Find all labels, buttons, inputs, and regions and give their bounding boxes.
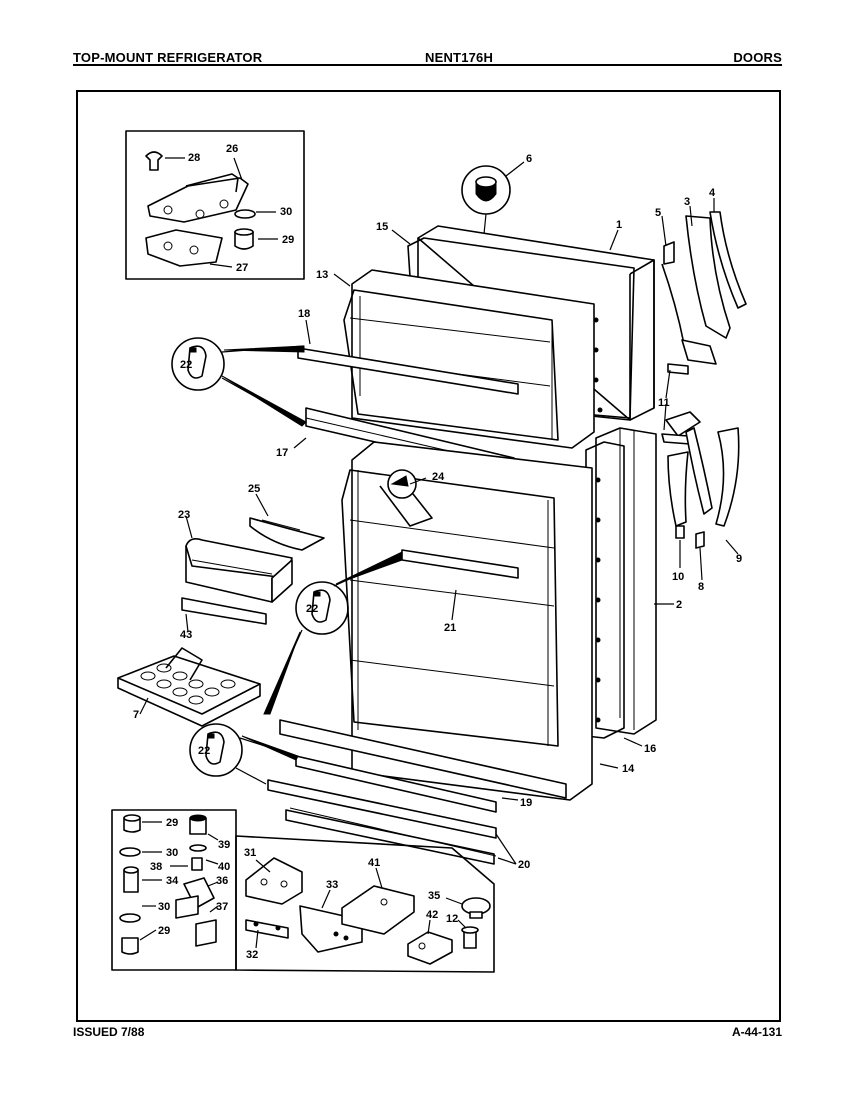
callout-labels: 1 2 3 4 5 6 7 8 9 10 11 12 13 14 15 16 1… xyxy=(133,143,742,961)
callout-19: 19 xyxy=(520,797,532,809)
callout-8: 8 xyxy=(698,581,704,593)
callout-9: 9 xyxy=(736,553,742,565)
callout-26: 26 xyxy=(226,143,238,155)
callout-14: 14 xyxy=(622,763,635,775)
callout-22-lower: 22 xyxy=(198,745,210,757)
callout-34: 34 xyxy=(166,875,179,887)
footer-diagram-id: A-44-131 xyxy=(731,1025,782,1039)
door-handles xyxy=(661,211,747,549)
callout-22-middle: 22 xyxy=(306,603,318,615)
callout-43: 43 xyxy=(180,629,192,641)
header-rule xyxy=(73,64,782,66)
inset-bottom-hinges xyxy=(235,835,495,973)
callout-21: 21 xyxy=(444,622,456,634)
callout-11: 11 xyxy=(658,397,670,409)
callout-29-top: 29 xyxy=(282,234,294,246)
knob-part xyxy=(461,161,525,235)
callout-5: 5 xyxy=(655,207,661,219)
callout-30-top: 30 xyxy=(280,206,292,218)
freezer-door-assembly xyxy=(297,225,655,475)
callout-7: 7 xyxy=(133,709,139,721)
callout-20: 20 xyxy=(518,859,530,871)
callout-28: 28 xyxy=(188,152,200,164)
callout-37: 37 xyxy=(216,901,228,913)
callout-30-b: 30 xyxy=(158,901,170,913)
callout-24: 24 xyxy=(432,471,445,483)
callout-23: 23 xyxy=(178,509,190,521)
callout-4: 4 xyxy=(709,187,716,199)
callout-3: 3 xyxy=(684,196,690,208)
callout-10: 10 xyxy=(672,571,684,583)
header-product-type: TOP-MOUNT REFRIGERATOR xyxy=(73,50,263,65)
callout-22-upper: 22 xyxy=(180,359,192,371)
diagram-frame xyxy=(76,90,781,1022)
inset-bottom-hinge-pins xyxy=(111,809,237,971)
callout-30-a: 30 xyxy=(166,847,178,859)
callout-33: 33 xyxy=(326,879,338,891)
callout-40: 40 xyxy=(218,861,230,873)
callout-42: 42 xyxy=(426,909,438,921)
callout-1: 1 xyxy=(616,219,622,231)
callout-6: 6 xyxy=(526,153,532,165)
fresh-food-door-assembly xyxy=(267,427,657,865)
inset-top-hinge xyxy=(125,130,305,280)
callout-13: 13 xyxy=(316,269,328,281)
callout-18: 18 xyxy=(298,308,310,320)
header-section: DOORS xyxy=(733,50,782,65)
callout-25: 25 xyxy=(248,483,260,495)
callout-27: 27 xyxy=(236,262,248,274)
callout-29-b: 29 xyxy=(158,925,170,937)
callout-17: 17 xyxy=(276,447,288,459)
callout-41: 41 xyxy=(368,857,380,869)
callout-16: 16 xyxy=(644,743,656,755)
leader-lines xyxy=(139,198,739,865)
callout-35: 35 xyxy=(428,890,440,902)
callout-12: 12 xyxy=(446,913,458,925)
callout-39: 39 xyxy=(218,839,230,851)
callout-31: 31 xyxy=(244,847,256,859)
door-bins-and-trays xyxy=(117,517,325,727)
shelf-end-cap-circle-upper xyxy=(171,337,307,427)
callout-15: 15 xyxy=(376,221,388,233)
callout-38: 38 xyxy=(150,861,162,873)
callout-29-a: 29 xyxy=(166,817,178,829)
callout-32: 32 xyxy=(246,949,258,961)
shelf-end-cap-circle-lower xyxy=(189,723,299,785)
callout-2: 2 xyxy=(676,599,682,611)
header-model-number: NENT176H xyxy=(425,50,494,65)
shelf-end-cap-circle-middle xyxy=(263,551,403,715)
footer-issue-date: ISSUED 7/88 xyxy=(73,1025,145,1039)
callout-36: 36 xyxy=(216,875,228,887)
